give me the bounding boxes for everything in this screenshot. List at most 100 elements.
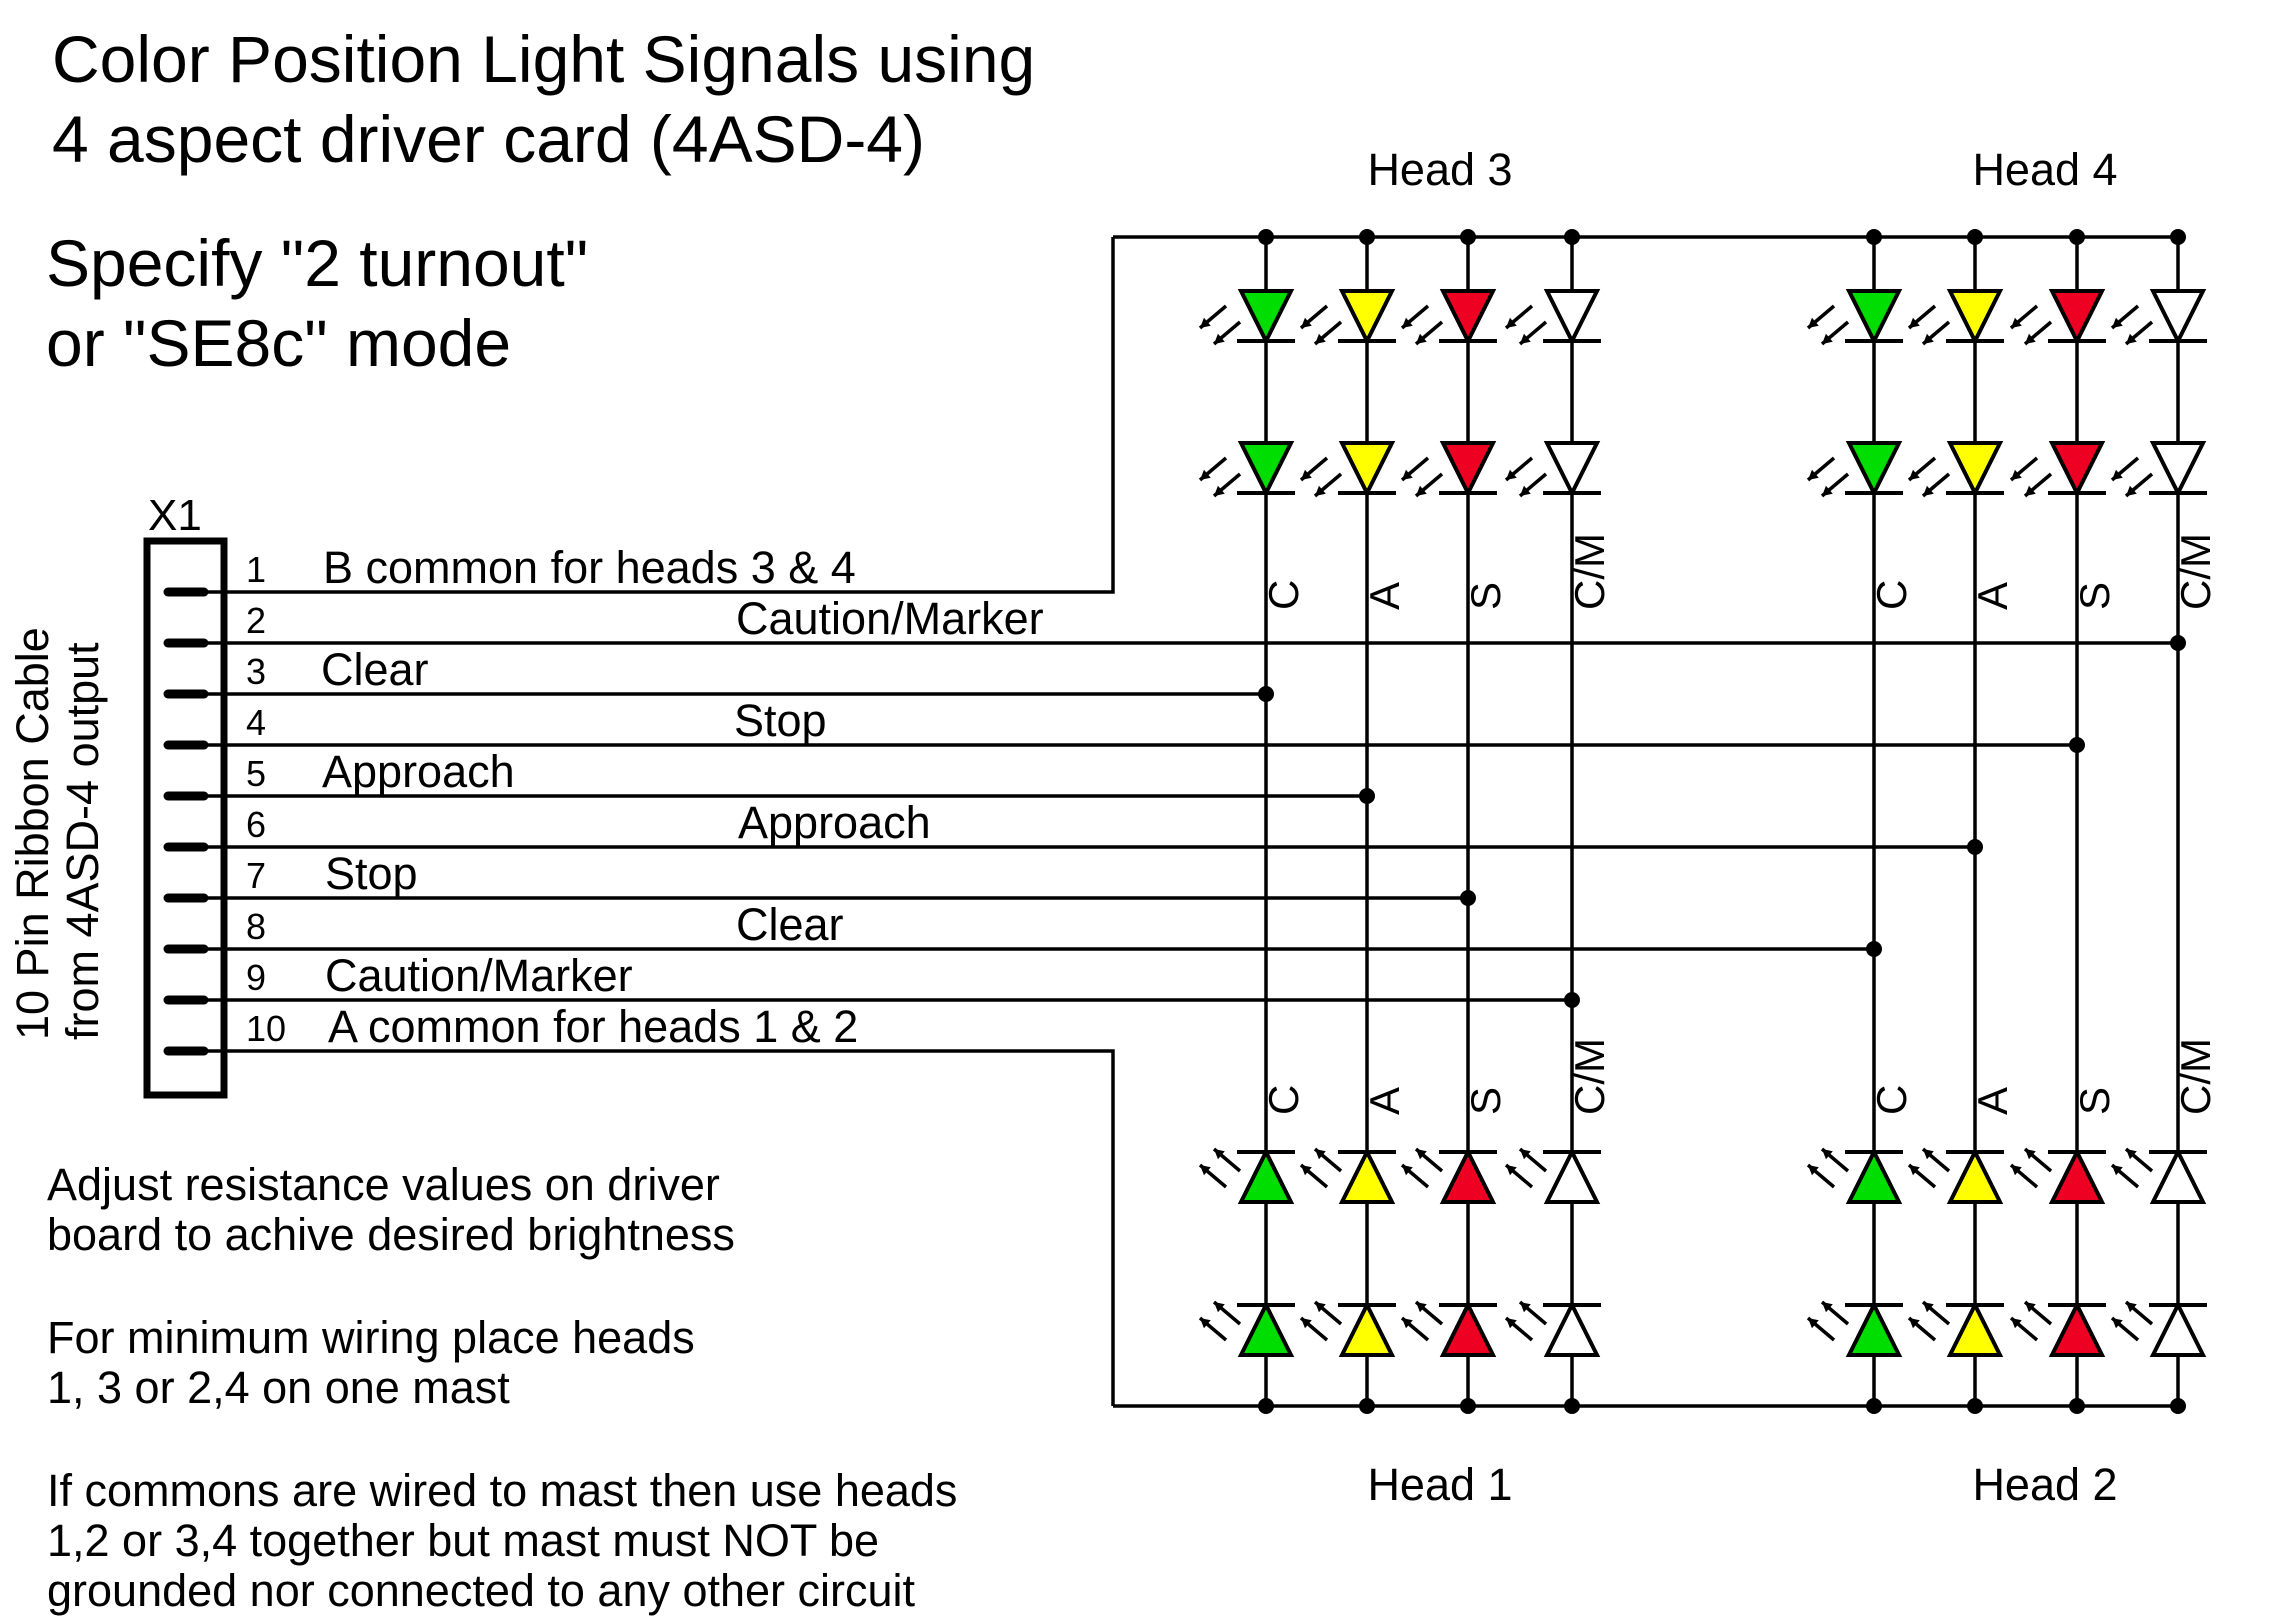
pin-number-1: 1 <box>246 549 266 590</box>
head-1-led-C-2-light-arrowhead-1 <box>1214 1302 1225 1313</box>
connector-x1 <box>143 537 228 1099</box>
bus-dot-bottom-2 <box>1460 1398 1476 1414</box>
junction-dot-pin-4 <box>2069 737 2085 753</box>
bus-dot-top-6 <box>2069 229 2085 245</box>
head-3-led-A-1-body <box>1338 289 1396 346</box>
head-4-column-label-A: A <box>1969 582 2016 610</box>
head-4-led-A-1 <box>1907 289 2004 346</box>
head-4-led-C-1-light-arrowhead-0 <box>1808 317 1819 328</box>
head-3-led-A-2-light-arrowhead-1 <box>1315 485 1326 496</box>
bus-dot-bottom-1 <box>1359 1398 1375 1414</box>
bus-dot-top-5 <box>1967 229 1983 245</box>
head-1-led-CM-2-light-arrowhead-0 <box>1506 1318 1517 1329</box>
connector-side-label-1: 10 Pin Ribbon Cable <box>7 627 58 1040</box>
head-4-label: Head 4 <box>1972 144 2117 195</box>
head-4-led-C-1 <box>1806 289 1903 346</box>
head-2-led-S-1-light-arrowhead-0 <box>2011 1165 2022 1176</box>
head-2-led-A-2-light-arrowhead-0 <box>1909 1318 1920 1329</box>
bus-dot-top-0 <box>1258 229 1274 245</box>
head-4-led-A-1-light-arrowhead-0 <box>1909 317 1920 328</box>
head-2-led-C-1-light-arrowhead-0 <box>1808 1165 1819 1176</box>
junction-dot-pin-7 <box>1460 890 1476 906</box>
head-4-led-S-2-light-arrowhead-1 <box>2025 485 2036 496</box>
head-1-led-CM-2 <box>1504 1300 1601 1357</box>
pin-number-10: 10 <box>246 1008 286 1049</box>
title-line-2: 4 aspect driver card (4ASD-4) <box>52 102 925 176</box>
head-4-led-A-2-light-arrowhead-0 <box>1909 469 1920 480</box>
head-1-column-label-A: A <box>1361 1087 1408 1115</box>
wire-label-6: Approach <box>738 797 931 848</box>
head-2-led-CM-1-light-arrowhead-0 <box>2112 1165 2123 1176</box>
head-4-led-CM-1-light-arrowhead-1 <box>2126 333 2137 344</box>
head-2-led-A-1 <box>1907 1147 2004 1204</box>
wire-label-9: Caution/Marker <box>325 950 633 1001</box>
head-4-led-CM-2-body <box>2149 441 2207 498</box>
wire-label-8: Clear <box>736 899 844 950</box>
pin-number-2: 2 <box>246 600 266 641</box>
head-4-led-C-2-light-arrowhead-0 <box>1808 469 1819 480</box>
wire-label-3: Clear <box>321 644 429 695</box>
head-1-led-S-1-light-arrowhead-1 <box>1416 1149 1427 1160</box>
junction-dot-pin-2 <box>2170 635 2186 651</box>
head-1-led-C-2 <box>1198 1300 1295 1357</box>
head-1-led-A-2 <box>1299 1300 1396 1357</box>
wire-label-5: Approach <box>322 746 515 797</box>
pin-number-7: 7 <box>246 855 266 896</box>
head-3-led-C-2-light-arrowhead-0 <box>1200 469 1211 480</box>
wire-pin-1-common-b <box>204 237 1115 594</box>
head-2-led-S-1-body <box>2048 1147 2106 1204</box>
head-1-led-S-1 <box>1400 1147 1497 1204</box>
head-1-led-C-2-light-arrowhead-0 <box>1200 1318 1211 1329</box>
junction-dot-pin-3 <box>1258 686 1274 702</box>
head-3-led-S-1 <box>1400 289 1497 346</box>
bus-dot-top-4 <box>1866 229 1882 245</box>
head-3-led-S-2 <box>1400 441 1497 498</box>
head-2-led-CM-1-body <box>2149 1147 2207 1204</box>
head-1-led-A-1-body <box>1338 1147 1396 1204</box>
head-3-led-S-2-light-arrowhead-0 <box>1402 469 1413 480</box>
bus-dot-top-1 <box>1359 229 1375 245</box>
head-3-led-CM-2-light-arrowhead-1 <box>1520 485 1531 496</box>
title-line-1: Color Position Light Signals using <box>52 22 1035 96</box>
head-1-label: Head 1 <box>1367 1459 1512 1510</box>
head-2-led-CM-1-light-arrowhead-1 <box>2126 1149 2137 1160</box>
junction-dots <box>1258 229 2186 1414</box>
head-1-led-A-2-body <box>1338 1300 1396 1357</box>
head-3-led-C-2 <box>1198 441 1295 498</box>
bus-dot-bottom-4 <box>1866 1398 1882 1414</box>
head-4-led-S-2-light-arrowhead-0 <box>2011 469 2022 480</box>
head-1-led-CM-1-body <box>1543 1147 1601 1204</box>
head-1-led-C-1-body <box>1237 1147 1295 1204</box>
head-4-led-A-2-body <box>1946 441 2004 498</box>
wire-label-7: Stop <box>325 848 418 899</box>
wire-label-2: Caution/Marker <box>736 593 1044 644</box>
head-2-led-C-1-light-arrowhead-1 <box>1822 1149 1833 1160</box>
head-1-led-CM-2-light-arrowhead-1 <box>1520 1302 1531 1313</box>
head-3-column-label-CM: C/M <box>1566 533 1613 610</box>
head-4-led-CM-1-body <box>2149 289 2207 346</box>
head-2-led-A-2-body <box>1946 1300 2004 1357</box>
head-3-led-A-2-light-arrowhead-0 <box>1301 469 1312 480</box>
head-1-led-S-1-body <box>1439 1147 1497 1204</box>
commons-note-line-1: If commons are wired to mast then use he… <box>47 1465 957 1516</box>
commons-note-line-2: 1,2 or 3,4 together but mast must NOT be <box>47 1515 879 1566</box>
bus-dot-top-7 <box>2170 229 2186 245</box>
head-3-led-C-2-light-arrowhead-1 <box>1214 485 1225 496</box>
head-3-led-A-1-light-arrowhead-1 <box>1315 333 1326 344</box>
head-3-led-CM-2 <box>1504 441 1601 498</box>
head-2-led-S-2 <box>2009 1300 2106 1357</box>
head-4-column-label-S: S <box>2071 582 2118 610</box>
head-4-led-S-2-body <box>2048 441 2106 498</box>
head-4-led-S-1-light-arrowhead-0 <box>2011 317 2022 328</box>
head-3-led-A-1-light-arrowhead-0 <box>1301 317 1312 328</box>
head-3-led-CM-1-body <box>1543 289 1601 346</box>
head-1-column-label-S: S <box>1462 1087 1509 1115</box>
head-3-led-CM-1-light-arrowhead-1 <box>1520 333 1531 344</box>
head-2-column-label-CM: C/M <box>2172 1038 2219 1115</box>
bus-dot-top-3 <box>1564 229 1580 245</box>
head-4-column-label-CM: C/M <box>2172 533 2219 610</box>
wires <box>204 235 2180 1408</box>
head-1-led-C-1-light-arrowhead-1 <box>1214 1149 1225 1160</box>
junction-dot-pin-8 <box>1866 941 1882 957</box>
